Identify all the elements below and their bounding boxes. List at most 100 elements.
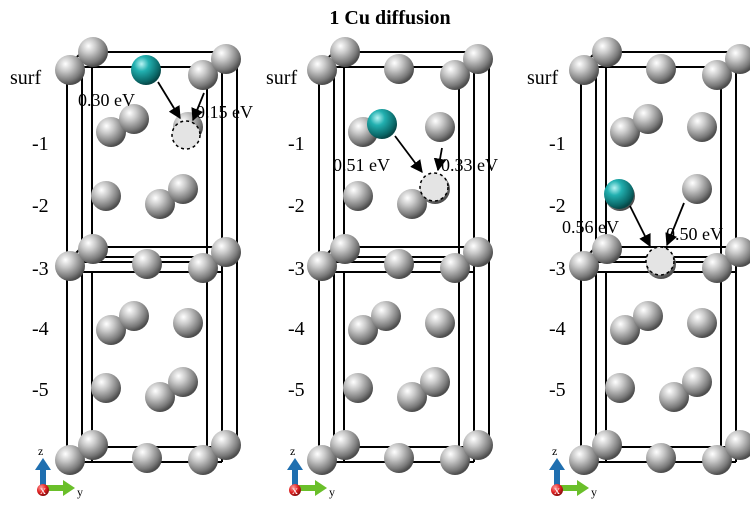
- host-atom: [384, 249, 414, 279]
- host-atom: [463, 430, 493, 460]
- host-atom: [725, 237, 750, 267]
- host-atom: [119, 104, 149, 134]
- host-atom: [330, 234, 360, 264]
- layer-label: -2: [549, 195, 566, 217]
- host-atom: [330, 37, 360, 67]
- host-atom: [348, 315, 378, 345]
- host-atom: [569, 445, 599, 475]
- host-atom: [91, 373, 121, 403]
- host-atom: [145, 382, 175, 412]
- host-atom: [307, 251, 337, 281]
- host-atom: [55, 55, 85, 85]
- vacancy-site: [419, 172, 449, 202]
- x-axis-label: x: [40, 483, 46, 497]
- host-atom: [569, 251, 599, 281]
- diffusion-arrow: [665, 202, 685, 247]
- barrier-label-left: 0.51 eV: [333, 155, 390, 175]
- host-atom: [592, 37, 622, 67]
- host-atom: [211, 430, 241, 460]
- z-axis-arrow: [35, 458, 51, 488]
- host-atom: [682, 174, 712, 204]
- layer-label: -5: [288, 379, 305, 401]
- y-axis-arrow: [295, 480, 327, 496]
- host-atom: [725, 430, 750, 460]
- host-atom: [55, 445, 85, 475]
- figure-title: 1 Cu diffusion: [329, 7, 450, 29]
- host-atom: [119, 301, 149, 331]
- y-axis-label: y: [329, 485, 335, 499]
- layer-label: -3: [288, 258, 305, 280]
- diffusion-arrow: [191, 92, 205, 122]
- host-atom: [420, 367, 450, 397]
- host-atom: [440, 253, 470, 283]
- host-atom: [211, 237, 241, 267]
- host-atom: [96, 117, 126, 147]
- y-axis-arrow: [557, 480, 589, 496]
- y-axis-label: y: [77, 485, 83, 499]
- layer-label: -5: [549, 379, 566, 401]
- host-atom: [188, 253, 218, 283]
- z-axis-arrow: [287, 458, 303, 488]
- layer-label: -4: [32, 318, 49, 340]
- axis-triad: zyx: [287, 444, 335, 499]
- barrier-label-right: 0.33 eV: [441, 155, 498, 175]
- host-atom: [307, 55, 337, 85]
- diffusion-arrow: [394, 135, 423, 174]
- z-axis-arrow: [549, 458, 565, 488]
- host-atom: [646, 443, 676, 473]
- x-axis-dot: [551, 484, 563, 496]
- host-atom: [682, 367, 712, 397]
- host-atom: [687, 112, 717, 142]
- axis-triad: zyx: [35, 444, 83, 499]
- host-atom: [659, 382, 689, 412]
- host-atom: [384, 54, 414, 84]
- host-atom: [646, 54, 676, 84]
- y-axis-arrow: [43, 480, 75, 496]
- host-atom: [55, 251, 85, 281]
- host-atom: [592, 234, 622, 264]
- host-atom: [397, 189, 427, 219]
- layer-label: surf: [527, 67, 558, 89]
- host-atom: [145, 189, 175, 219]
- layer-label: -2: [32, 195, 49, 217]
- host-atom: [725, 44, 750, 74]
- host-atom: [610, 117, 640, 147]
- host-atom: [633, 301, 663, 331]
- layer-label: -4: [288, 318, 305, 340]
- barrier-label-left: 0.30 eV: [78, 90, 135, 110]
- diffusion-arrow: [157, 81, 181, 120]
- vacancy-site: [171, 120, 201, 150]
- diffusion-arrow: [629, 205, 651, 248]
- host-atom: [78, 234, 108, 264]
- host-atom: [307, 445, 337, 475]
- host-atom: [132, 249, 162, 279]
- host-atom: [440, 60, 470, 90]
- layer-label: -5: [32, 379, 49, 401]
- host-atom: [463, 237, 493, 267]
- host-atom: [702, 445, 732, 475]
- host-atom: [463, 44, 493, 74]
- z-axis-label: z: [290, 444, 295, 458]
- host-atom: [168, 174, 198, 204]
- host-atom: [343, 373, 373, 403]
- host-atom: [384, 443, 414, 473]
- barrier-label-left: 0.56 eV: [562, 217, 619, 237]
- host-atom: [425, 112, 455, 142]
- host-atom: [371, 301, 401, 331]
- layer-label: surf: [10, 67, 41, 89]
- cu-atom: [131, 55, 161, 85]
- host-atom: [702, 60, 732, 90]
- host-atom: [78, 37, 108, 67]
- layer-label: -2: [288, 195, 305, 217]
- host-atom: [702, 253, 732, 283]
- host-atom: [91, 181, 121, 211]
- host-atom: [592, 430, 622, 460]
- host-atom: [78, 430, 108, 460]
- host-atom: [343, 181, 373, 211]
- host-atom: [687, 308, 717, 338]
- layer-label: -1: [32, 133, 49, 155]
- host-atom: [633, 104, 663, 134]
